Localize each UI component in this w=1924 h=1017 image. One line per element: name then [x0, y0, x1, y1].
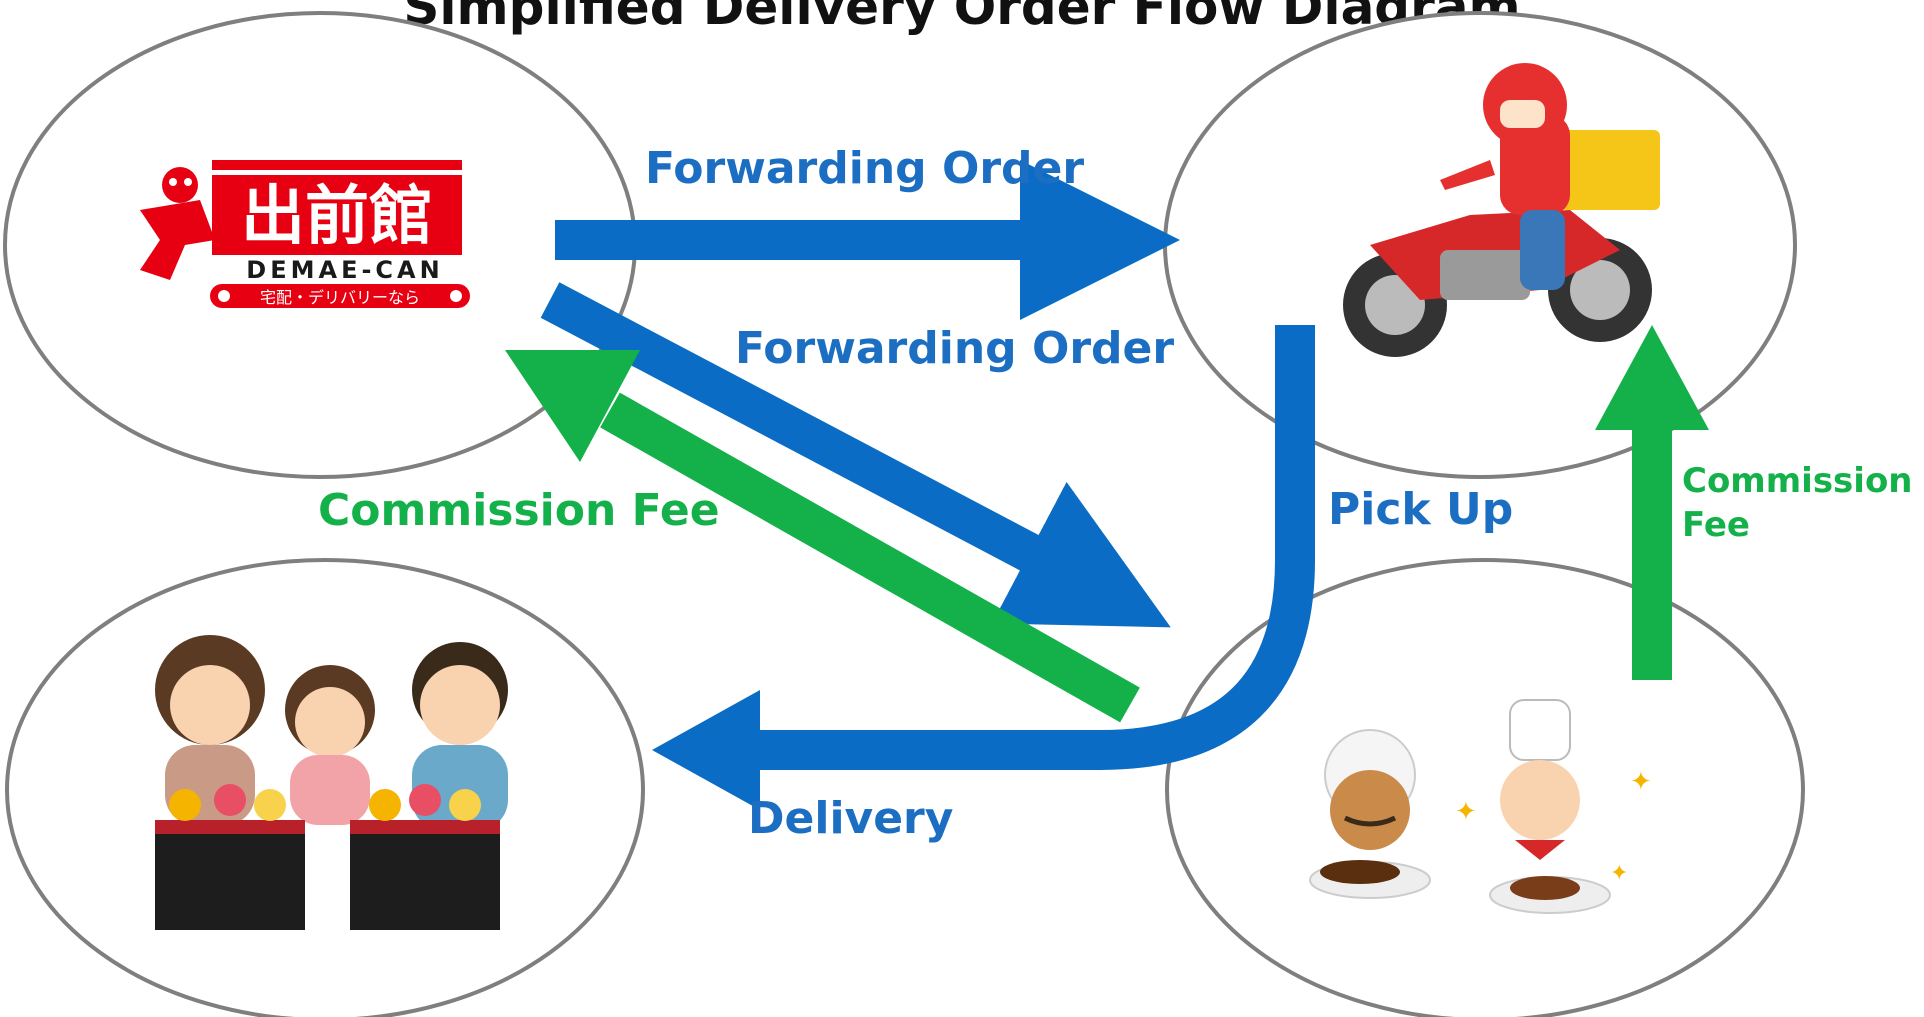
- label-forwarding-order-top: Forwarding Order: [645, 143, 1085, 194]
- forwarding-order-diagonal-arrow: [540, 282, 1171, 628]
- svg-text:✦: ✦: [1455, 797, 1477, 827]
- logo-tagline: 宅配・デリバリーなら: [260, 288, 420, 307]
- delivery-arrowhead: [652, 690, 760, 810]
- commission-fee-left-arrow: [600, 392, 1140, 723]
- logo-main-text: 出前館: [241, 180, 433, 254]
- commission-fee-right-arrowhead: [1595, 325, 1709, 430]
- logo-sub-text: DEMAE-CAN: [246, 256, 443, 284]
- commission-fee-right-arrow: [1632, 430, 1672, 680]
- chefs-illustration: ✦ ✦ ✦: [1309, 699, 1652, 914]
- rider-illustration: [1343, 63, 1660, 357]
- pick-up-delivery-path: [760, 325, 1315, 770]
- label-forwarding-order-mid: Forwarding Order: [735, 323, 1175, 374]
- svg-text:✦: ✦: [1630, 767, 1652, 797]
- label-commission-fee-right-line2: Fee: [1682, 505, 1750, 545]
- label-commission-fee-left: Commission Fee: [318, 485, 720, 536]
- commission-fee-left-arrowhead: [505, 350, 640, 462]
- diagram-title: Simplified Delivery Order Flow Diagram: [403, 0, 1521, 36]
- label-commission-fee-right-line1: Commission: [1682, 461, 1913, 501]
- demae-can-logo: 出前館 DEMAE-CAN 宅配・デリバリーなら: [140, 160, 470, 308]
- label-delivery: Delivery: [748, 793, 954, 844]
- customers-illustration: [155, 635, 508, 930]
- label-pick-up: Pick Up: [1328, 484, 1514, 535]
- restaurant-node: [1165, 558, 1805, 1017]
- svg-text:✦: ✦: [1610, 861, 1628, 886]
- running-figure-icon: [140, 167, 215, 280]
